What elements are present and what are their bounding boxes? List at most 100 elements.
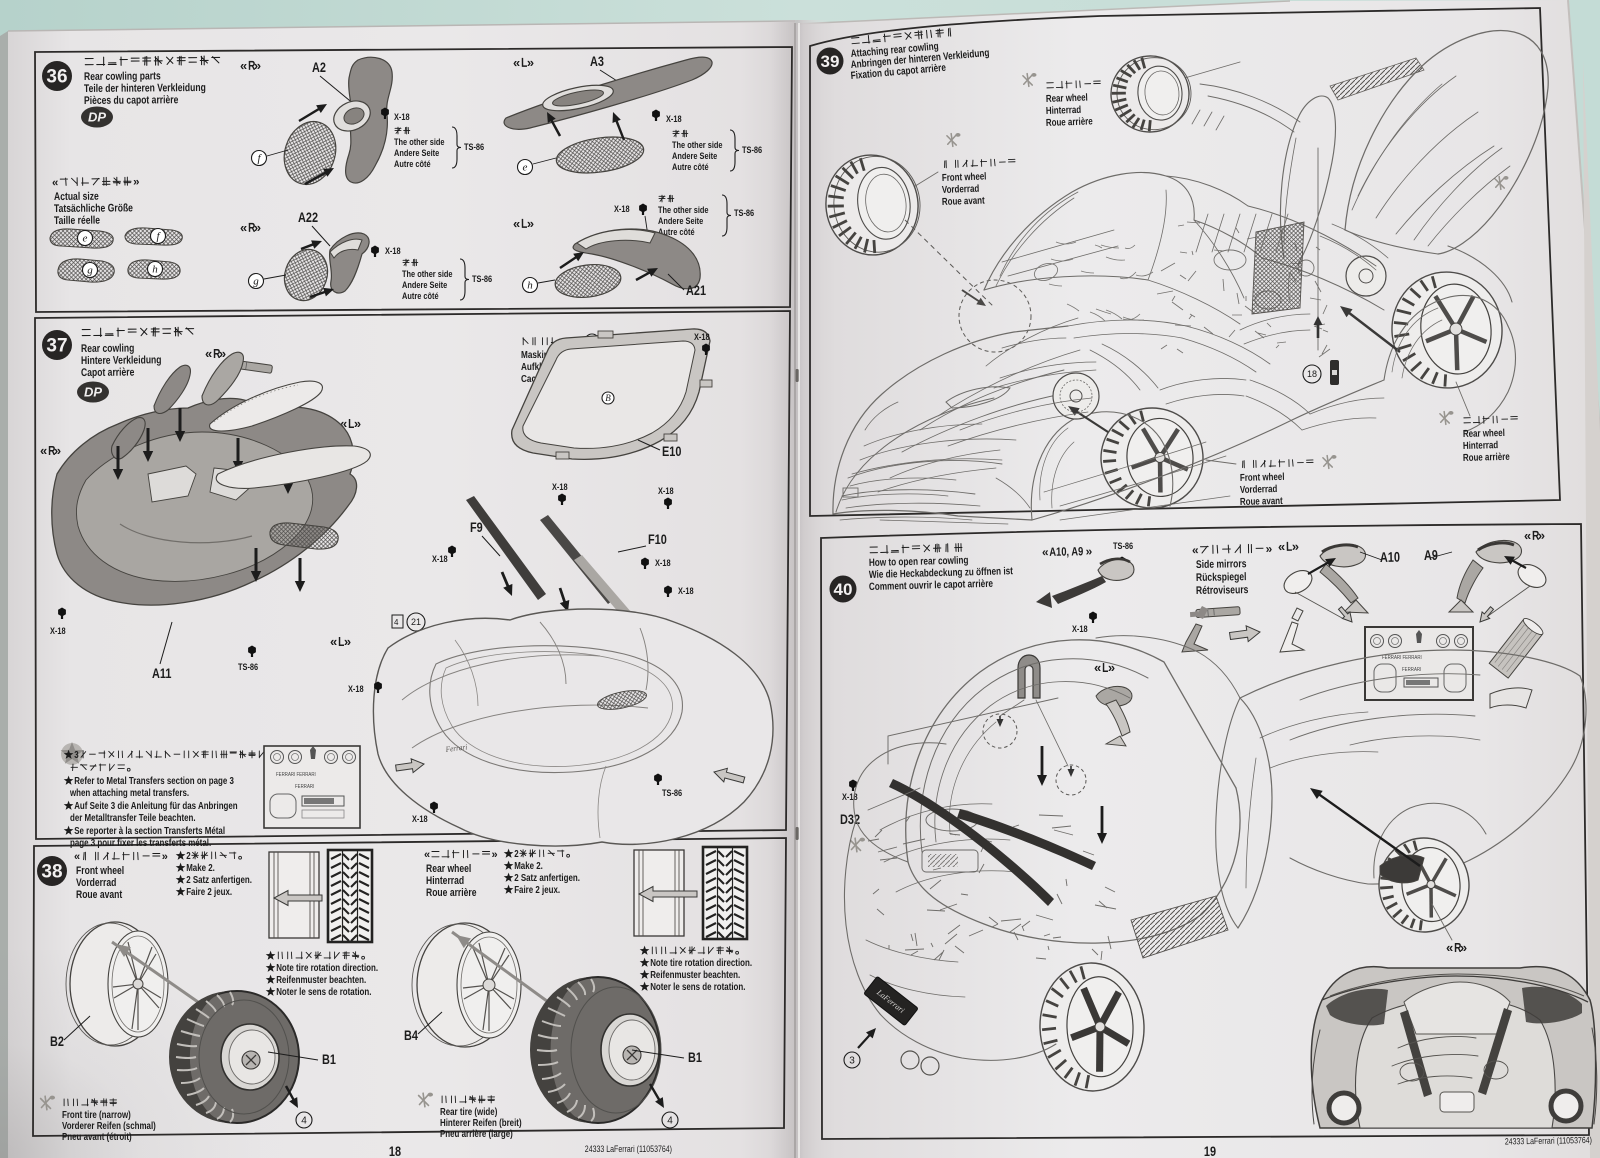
svg-text:g: g <box>253 276 259 288</box>
svg-text:Roue arrière: Roue arrière <box>1463 451 1510 463</box>
svg-text:R: R <box>1454 941 1462 955</box>
svg-text:«: « <box>330 634 337 649</box>
svg-text:A3: A3 <box>590 54 604 70</box>
svg-text:36: 36 <box>46 67 67 88</box>
svg-text:DP: DP <box>88 110 106 125</box>
svg-text:R: R <box>248 221 256 236</box>
svg-text:TS-86: TS-86 <box>472 273 492 284</box>
svg-text:Front wheel: Front wheel <box>76 865 124 877</box>
svg-text:F10: F10 <box>648 532 667 548</box>
svg-text:e: e <box>83 233 88 245</box>
svg-text:The other side: The other side <box>394 136 445 147</box>
svg-text:R: R <box>48 444 56 458</box>
svg-text:Vorderer Reifen (schmal): Vorderer Reifen (schmal) <box>62 1120 156 1131</box>
svg-text:X-18: X-18 <box>552 481 568 492</box>
svg-text:18: 18 <box>389 1144 401 1158</box>
svg-text:«: « <box>205 346 212 361</box>
svg-text:21: 21 <box>411 617 421 627</box>
svg-text:»: » <box>527 55 534 70</box>
svg-text:h: h <box>527 280 533 292</box>
svg-text:page 3 pour fixer les transfer: page 3 pour fixer les transferts métal. <box>70 837 211 848</box>
svg-text:40: 40 <box>834 580 853 599</box>
svg-text:Vorderrad: Vorderrad <box>1240 483 1278 495</box>
svg-text:3: 3 <box>849 1056 855 1067</box>
svg-text:Andere Seite: Andere Seite <box>394 147 439 158</box>
svg-text:L: L <box>521 217 527 232</box>
svg-text:Rear cowling: Rear cowling <box>81 343 134 356</box>
svg-text:L: L <box>521 56 527 71</box>
svg-text:A9: A9 <box>1424 547 1438 563</box>
svg-text:B4: B4 <box>404 1028 418 1044</box>
svg-text:g: g <box>87 265 93 277</box>
svg-text:Vorderrad: Vorderrad <box>76 877 116 889</box>
svg-text:The other side: The other side <box>672 139 723 150</box>
svg-text:X-18: X-18 <box>694 331 710 342</box>
svg-text:E10: E10 <box>662 444 681 460</box>
svg-text:«: « <box>424 849 430 861</box>
svg-text:«: « <box>240 220 247 235</box>
svg-text:How to open rear cowling: How to open rear cowling <box>869 553 969 568</box>
svg-text:Rückspiegel: Rückspiegel <box>1196 571 1247 584</box>
svg-text:A10: A10 <box>1380 549 1400 565</box>
svg-text:X-18: X-18 <box>666 113 682 124</box>
svg-text:DP: DP <box>84 385 102 400</box>
svg-text:»: » <box>492 849 498 861</box>
svg-text:»: » <box>1086 544 1093 558</box>
svg-text:Refer to Metal Transfers secti: Refer to Metal Transfers section on page… <box>74 775 234 786</box>
svg-text:39: 39 <box>821 52 840 71</box>
svg-text:Roue avant: Roue avant <box>1240 495 1283 507</box>
svg-text:TS-86: TS-86 <box>662 787 682 798</box>
svg-text:37: 37 <box>46 336 67 357</box>
svg-text:L: L <box>1102 661 1108 675</box>
svg-text:Autre côté: Autre côté <box>394 158 431 169</box>
svg-text:R: R <box>213 347 221 361</box>
svg-text:Andere Seite: Andere Seite <box>402 279 447 290</box>
svg-text:X-18: X-18 <box>394 111 410 122</box>
svg-text:Autre côté: Autre côté <box>402 290 439 301</box>
svg-text:The other side: The other side <box>402 268 453 279</box>
svg-text:Rear wheel: Rear wheel <box>1046 92 1088 105</box>
svg-text:Faire 2 jeux.: Faire 2 jeux. <box>514 884 560 895</box>
svg-text:Ferrari: Ferrari <box>444 742 468 754</box>
svg-text:»: » <box>354 416 361 431</box>
svg-text:18: 18 <box>1307 369 1317 379</box>
svg-text:B: B <box>605 393 611 403</box>
svg-text:der Metalltransfer Teile beach: der Metalltransfer Teile beachten. <box>70 812 196 823</box>
svg-text:TS-86: TS-86 <box>464 141 484 152</box>
svg-text:Side mirrors: Side mirrors <box>1196 558 1247 571</box>
svg-text:Andere Seite: Andere Seite <box>672 150 717 161</box>
svg-text:24333 LaFerrari (11053764): 24333 LaFerrari (11053764) <box>585 1144 672 1154</box>
svg-text:Pneu avant (étroit): Pneu avant (étroit) <box>62 1131 132 1142</box>
svg-text:Rear wheel: Rear wheel <box>426 863 472 875</box>
svg-text:»: » <box>162 851 168 863</box>
svg-text:»: » <box>1292 539 1299 554</box>
svg-text:R: R <box>248 59 256 74</box>
svg-text:«: « <box>1094 660 1101 675</box>
svg-text:L: L <box>338 635 344 649</box>
svg-text:Andere Seite: Andere Seite <box>658 215 703 226</box>
svg-text:«: « <box>52 177 59 189</box>
svg-text:«: « <box>1042 545 1049 559</box>
svg-text:«: « <box>1446 940 1453 955</box>
svg-text:«: « <box>1192 543 1199 557</box>
svg-text:Se reporter à la section Trans: Se reporter à la section Transferts Méta… <box>74 825 225 836</box>
svg-text:»: » <box>344 634 351 649</box>
svg-text:«: « <box>513 216 520 231</box>
svg-text:X-18: X-18 <box>678 585 694 596</box>
svg-text:A21: A21 <box>686 283 706 299</box>
svg-text:Note tire rotation direction.: Note tire rotation direction. <box>650 957 752 968</box>
svg-text:»: » <box>1538 528 1545 543</box>
svg-text:Front tire (narrow): Front tire (narrow) <box>62 1109 131 1120</box>
svg-text:f: f <box>257 153 262 165</box>
svg-text:L: L <box>1286 540 1292 555</box>
svg-text:f: f <box>156 231 161 243</box>
svg-text:«: « <box>1278 539 1285 554</box>
svg-text:Hinterrad: Hinterrad <box>1046 104 1082 116</box>
svg-text:B1: B1 <box>688 1050 702 1066</box>
svg-text:X-18: X-18 <box>385 245 401 256</box>
svg-text:Faire 2 jeux.: Faire 2 jeux. <box>186 886 232 897</box>
svg-text:TS-86: TS-86 <box>734 207 754 218</box>
svg-text:2 Satz anfertigen.: 2 Satz anfertigen. <box>514 872 580 883</box>
svg-text:B1: B1 <box>322 1052 336 1068</box>
svg-text:»: » <box>54 443 61 458</box>
